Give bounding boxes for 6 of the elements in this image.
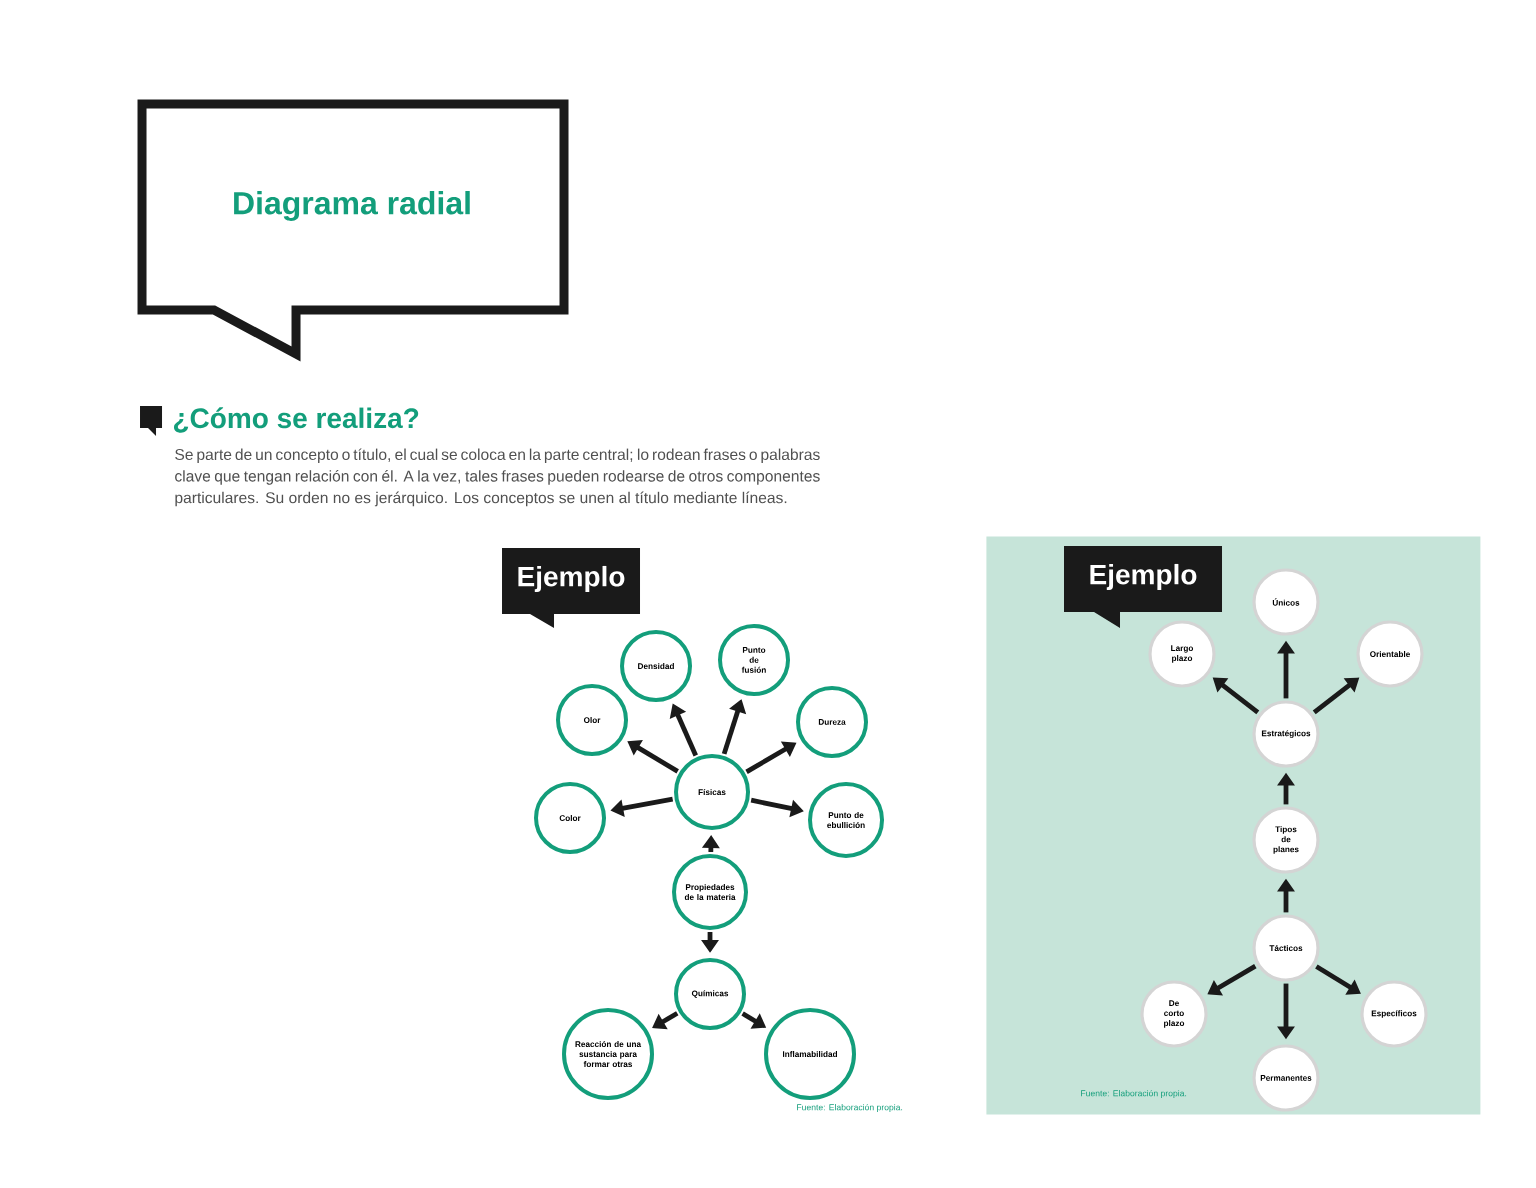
heading: ¿Cómo se realiza? — [174, 407, 419, 433]
arrow — [652, 1011, 679, 1030]
example-tag: Ejemplo — [502, 548, 640, 628]
speech-bubble: Diagrama radial — [137, 99, 569, 362]
arrow — [1315, 964, 1361, 995]
example-tag: Ejemplo — [1064, 546, 1222, 628]
